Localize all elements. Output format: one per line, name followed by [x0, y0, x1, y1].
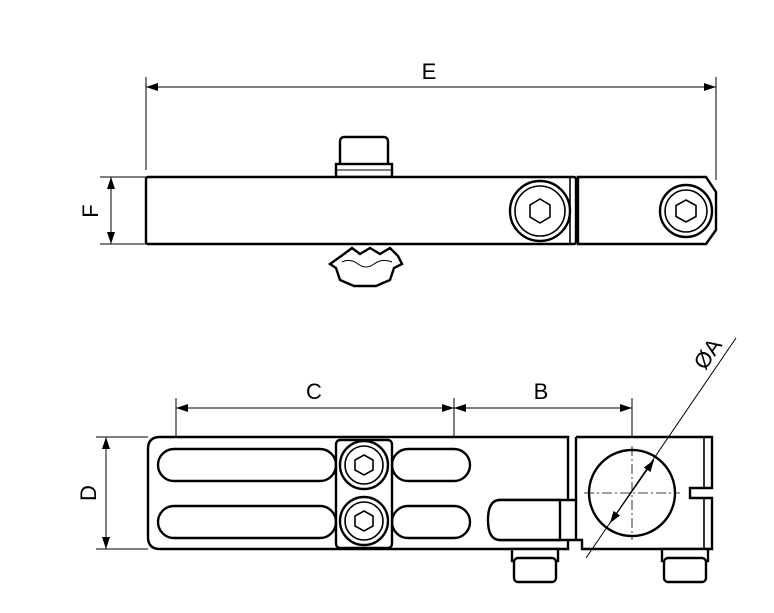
dimension-label-d: D	[76, 485, 101, 501]
dimension-label-e: E	[422, 59, 437, 84]
slot	[156, 447, 338, 483]
dimension-label-a: ØA	[689, 333, 728, 374]
slot	[390, 447, 472, 483]
dimension-label-b: B	[534, 379, 549, 404]
main-bar-top	[144, 175, 578, 246]
slot	[156, 504, 338, 540]
hex-screw-icon	[338, 439, 390, 491]
bottom-screw	[510, 547, 560, 584]
hex-screw-icon	[508, 179, 572, 243]
hex-screw-icon	[658, 183, 714, 239]
dimension-label-c: C	[306, 379, 322, 404]
dimension-label-f: F	[78, 204, 103, 217]
bottom-view: C B D	[76, 333, 737, 584]
bottom-screw	[660, 547, 710, 584]
slot	[390, 504, 472, 540]
hex-screw-icon	[338, 495, 390, 547]
top-view: E F	[78, 59, 718, 288]
top-boss	[334, 135, 394, 179]
